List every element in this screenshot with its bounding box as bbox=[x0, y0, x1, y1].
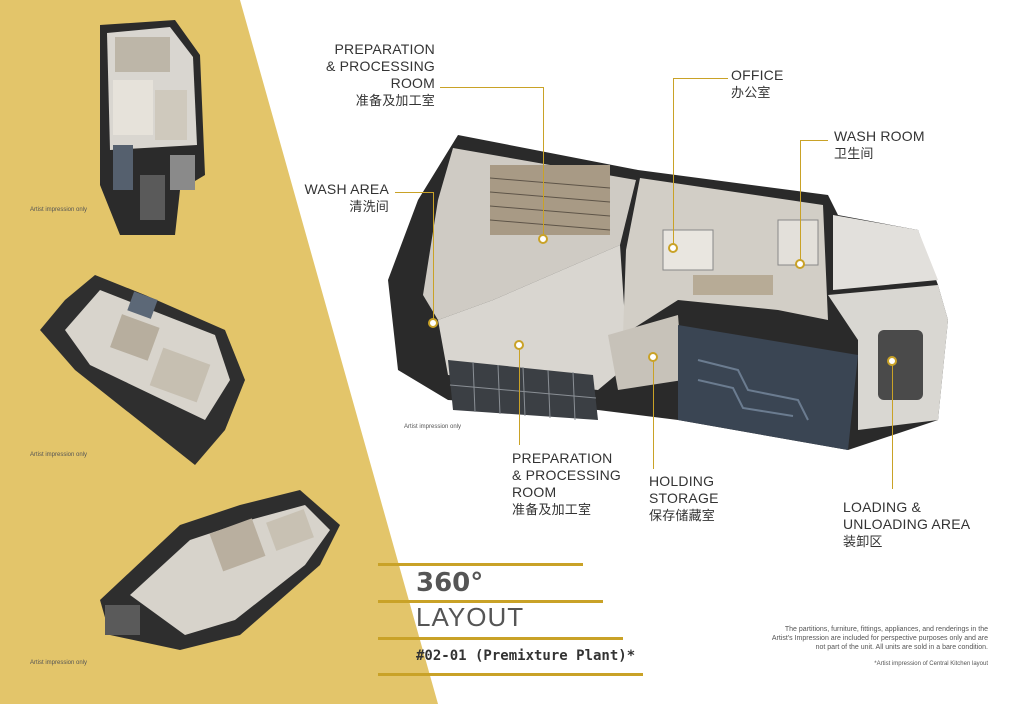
title-block: 360° LAYOUT #02-01 (Premixture Plant)* bbox=[378, 560, 648, 690]
main-caption: Artist impression only bbox=[404, 424, 462, 430]
marker-dot bbox=[887, 356, 897, 366]
marker-dot bbox=[648, 352, 658, 362]
leader-line bbox=[892, 361, 893, 489]
title-rule bbox=[378, 563, 583, 566]
label-wash-room: WASH ROOM 卫生间 bbox=[834, 128, 925, 161]
label-office: OFFICE 办公室 bbox=[731, 67, 784, 100]
marker-dot bbox=[428, 318, 438, 328]
title-rule bbox=[378, 637, 623, 640]
leader-line bbox=[673, 78, 674, 246]
disclaimer-text: The partitions, furniture, fittings, app… bbox=[771, 626, 988, 651]
label-holding-storage: HOLDING STORAGE 保存储藏室 bbox=[649, 473, 719, 523]
leader-line bbox=[673, 78, 728, 79]
thumbnail-reverse-view bbox=[100, 490, 340, 650]
thumbnail-caption: Artist impression only bbox=[30, 207, 88, 213]
leader-line bbox=[653, 357, 654, 469]
main-floor-plan-rendering bbox=[388, 135, 948, 450]
thumbnail-angled-view bbox=[40, 275, 245, 465]
leader-line bbox=[395, 192, 433, 193]
title-rule bbox=[378, 600, 603, 603]
leader-line bbox=[519, 345, 520, 445]
leader-line bbox=[440, 87, 544, 88]
marker-dot bbox=[514, 340, 524, 350]
unit-code: #02-01 (Premixture Plant)* bbox=[416, 648, 636, 664]
label-preparation-room-bottom: PREPARATION & PROCESSING ROOM 准备及加工室 bbox=[512, 450, 621, 517]
title-number: 360° bbox=[416, 568, 484, 598]
footnote-text: *Artist impression of Central Kitchen la… bbox=[874, 661, 988, 667]
label-loading-area: LOADING & UNLOADING AREA 装卸区 bbox=[843, 499, 971, 549]
leader-line bbox=[800, 140, 828, 141]
thumbnail-top-view bbox=[100, 20, 205, 235]
thumbnail-caption: Artist impression only bbox=[30, 452, 88, 458]
marker-dot bbox=[795, 259, 805, 269]
thumbnail-caption: Artist impression only bbox=[30, 660, 88, 666]
label-wash-area: WASH AREA 清洗间 bbox=[304, 181, 389, 214]
leader-line bbox=[433, 192, 434, 322]
title-rule bbox=[378, 673, 643, 676]
title-word: LAYOUT bbox=[416, 602, 525, 632]
leader-line bbox=[800, 140, 801, 262]
marker-dot bbox=[668, 243, 678, 253]
marker-dot bbox=[538, 234, 548, 244]
label-preparation-room-top: PREPARATION & PROCESSING ROOM 准备及加工室 bbox=[326, 41, 435, 108]
leader-line bbox=[543, 87, 544, 237]
